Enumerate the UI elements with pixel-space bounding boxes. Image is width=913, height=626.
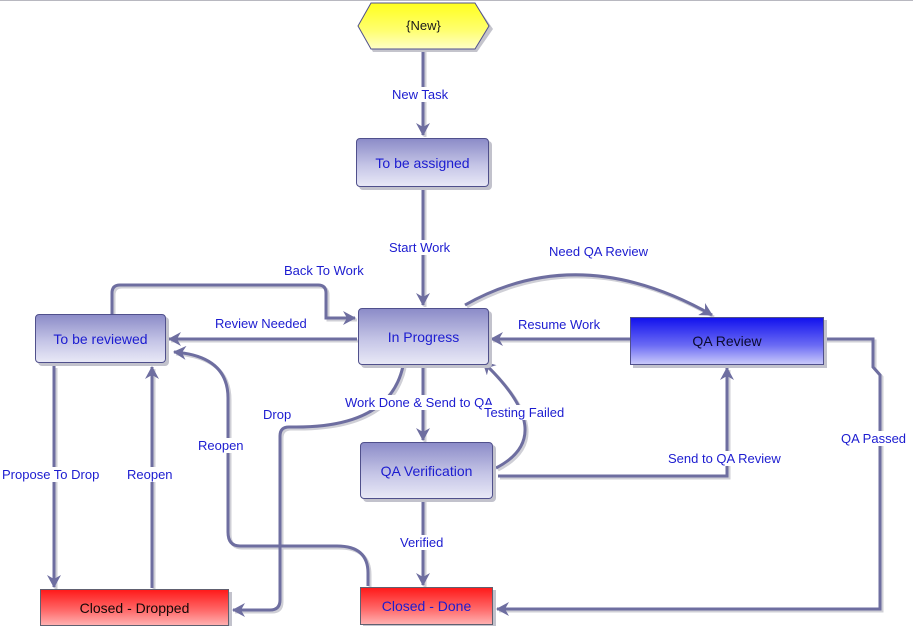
label-reopen-in-progress: Reopen xyxy=(196,438,246,453)
label-need-qa-review: Need QA Review xyxy=(547,244,650,259)
state-qa-review-label: QA Review xyxy=(692,333,762,349)
top-border xyxy=(0,0,913,1)
state-in-progress[interactable]: In Progress xyxy=(358,308,489,365)
label-reopen-dropped: Reopen xyxy=(125,467,175,482)
hexagon-shape xyxy=(357,2,493,52)
state-to-be-assigned-label: To be assigned xyxy=(375,154,470,171)
label-review-needed: Review Needed xyxy=(213,316,309,331)
state-to-be-reviewed[interactable]: To be reviewed xyxy=(35,314,166,363)
state-new[interactable]: {New} xyxy=(357,2,493,52)
state-closed-done-label: Closed - Done xyxy=(381,598,472,614)
state-in-progress-label: In Progress xyxy=(387,328,460,345)
state-qa-review[interactable]: QA Review xyxy=(630,317,824,365)
state-qa-verification-label: QA Verification xyxy=(380,462,473,479)
state-to-be-reviewed-label: To be reviewed xyxy=(53,330,148,347)
label-verified: Verified xyxy=(398,535,446,550)
label-propose-to-drop: Propose To Drop xyxy=(0,467,102,482)
label-new-task: New Task xyxy=(390,87,451,102)
label-back-to-work: Back To Work xyxy=(282,263,366,278)
label-work-done-send-to-qa: Work Done & Send to QA xyxy=(343,395,495,410)
state-closed-done[interactable]: Closed - Done xyxy=(360,587,493,625)
state-closed-dropped[interactable]: Closed - Dropped xyxy=(40,589,229,626)
label-start-work: Start Work xyxy=(387,240,453,255)
state-qa-verification[interactable]: QA Verification xyxy=(360,442,493,499)
label-drop: Drop xyxy=(261,407,294,422)
state-closed-dropped-label: Closed - Dropped xyxy=(79,599,190,616)
state-new-label: {New} xyxy=(406,18,441,33)
label-testing-failed: Testing Failed xyxy=(482,405,567,420)
state-to-be-assigned[interactable]: To be assigned xyxy=(356,138,489,187)
label-qa-passed: QA Passed xyxy=(839,431,909,446)
label-resume-work: Resume Work xyxy=(516,317,603,332)
label-send-to-qa-review: Send to QA Review xyxy=(666,451,783,466)
